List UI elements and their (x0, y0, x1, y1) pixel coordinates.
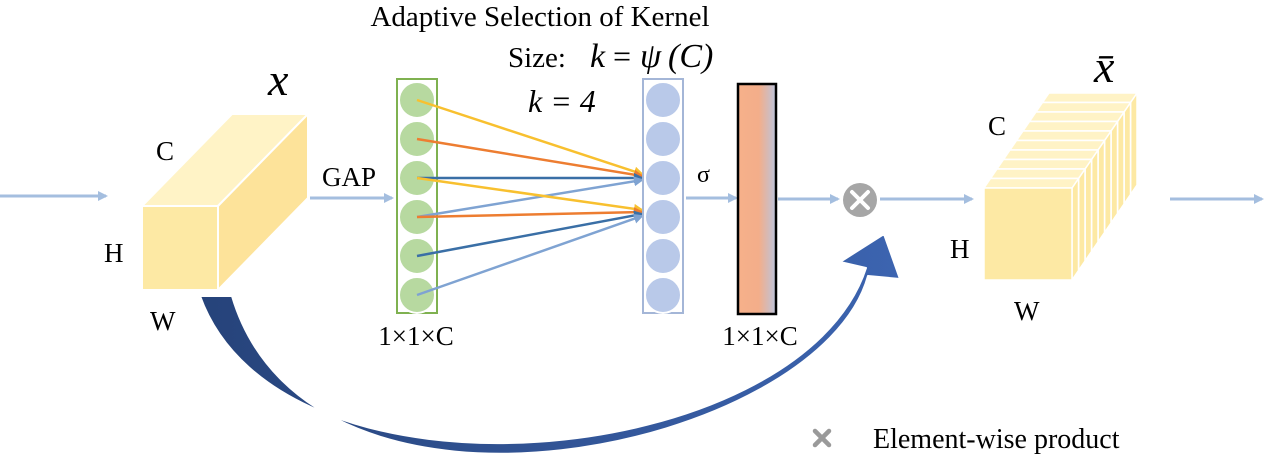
conv-circle-5 (644, 237, 682, 275)
conv-line-yellow-2 (416, 176, 644, 214)
sigma-label: σ (697, 162, 710, 188)
output-dim-h: H (950, 234, 970, 264)
attention-shape-label: 1×1×C (722, 321, 797, 351)
multiply-icon (843, 183, 877, 217)
output-dim-c: C (988, 111, 1006, 141)
output-symbol: x̄ (1093, 41, 1115, 92)
output-slice-1 (983, 187, 1073, 281)
output-feature-cube (982, 90, 1139, 283)
conv-line-light-2 (416, 213, 644, 297)
gap-shape-label: 1×1×C (378, 321, 453, 351)
legend-multiply-icon (812, 428, 832, 448)
input-symbol: x (267, 54, 289, 105)
gap-label: GAP (322, 162, 376, 192)
conv-circle-3 (644, 159, 682, 197)
conv-line-orange-2 (416, 207, 644, 219)
conv-line-yellow-1 (416, 98, 644, 177)
formula-arg: (C) (668, 38, 713, 75)
conv-vector-circles (644, 81, 682, 314)
conv-connections (416, 98, 644, 297)
conv-line-light-1 (416, 176, 644, 219)
formula-eq: = (613, 38, 631, 74)
size-label: Size: (508, 42, 566, 74)
legend-text: Element-wise product (873, 424, 1120, 455)
output-dim-w: W (1014, 296, 1040, 326)
title-line: Adaptive Selection of Kernel (370, 1, 709, 33)
input-dim-w: W (150, 306, 176, 336)
conv-circle-1 (644, 81, 682, 119)
formula-psi: ψ (640, 38, 662, 75)
skip-connection-arrow (199, 233, 901, 455)
conv-line-orange-1 (416, 137, 644, 180)
gap-vector-circles (398, 81, 436, 314)
input-feature-cube (139, 111, 311, 293)
input-dim-h: H (104, 238, 124, 268)
conv-line-dark-2 (416, 210, 644, 258)
kernel-size-value: k = 4 (528, 83, 596, 119)
input-dim-c: C (156, 136, 174, 166)
conv-circle-2 (644, 120, 682, 158)
attention-weight-bar (736, 82, 778, 316)
conv-circle-4 (644, 198, 682, 236)
formula-k: k (590, 38, 606, 75)
conv-circle-6 (644, 276, 682, 314)
